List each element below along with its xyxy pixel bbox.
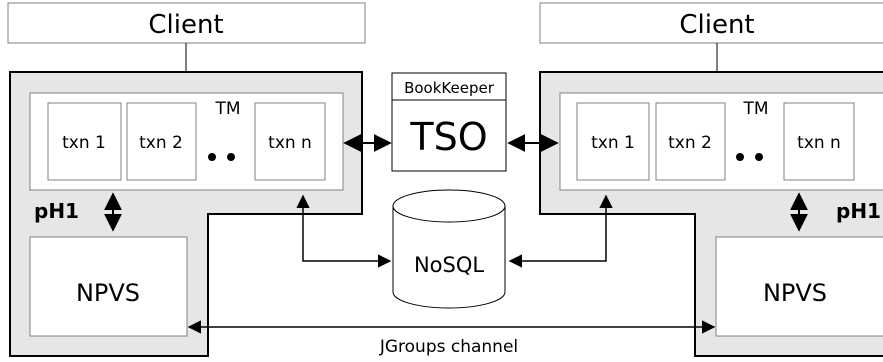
bookkeeper-box[interactable] <box>391 72 507 101</box>
left-ellipsis-dot <box>208 153 216 161</box>
left-txn-2-box[interactable] <box>126 102 197 181</box>
left-txn-1-label: txn 1 <box>62 133 106 153</box>
left-txn-2-label: txn 2 <box>139 133 183 153</box>
right-txn-2-box[interactable] <box>655 102 726 181</box>
right-npvs-box[interactable] <box>715 236 883 337</box>
right-ph1-label: pH1 <box>836 199 881 223</box>
left-tm-label: TM <box>214 99 240 119</box>
bookkeeper-label: BookKeeper <box>404 79 495 97</box>
right-txn-1-box[interactable] <box>576 102 650 181</box>
tso-label: TSO <box>409 115 487 159</box>
left-ph1-label: pH1 <box>34 199 79 223</box>
left-site: Client TM txn 1 txn 2 txn n pH1 NPVS <box>7 2 366 357</box>
center-services: BookKeeper TSO NoSQL <box>391 72 507 309</box>
nosql-label: NoSQL <box>414 253 484 277</box>
left-client-label: Client <box>148 10 223 40</box>
right-client-label: Client <box>679 10 754 40</box>
right-tm-label: TM <box>742 99 768 119</box>
right-npvs-label: NPVS <box>763 279 827 307</box>
right-ellipsis-dot <box>736 153 744 161</box>
right-txn-1-label: txn 1 <box>591 133 635 153</box>
right-txn-n-box[interactable] <box>783 102 855 181</box>
nosql-cylinder[interactable] <box>392 189 506 309</box>
left-ellipsis-dot <box>227 153 235 161</box>
connections: JGroups channel <box>187 134 716 357</box>
left-txn-1-box[interactable] <box>47 102 122 181</box>
right-ellipsis-dot <box>755 153 763 161</box>
right-txn-n-label: txn n <box>797 133 841 153</box>
left-txn-nosql-arrow <box>296 194 392 268</box>
right-txn-2-label: txn 2 <box>668 133 712 153</box>
right-site: Client TM txn 1 txn 2 txn n pH1 NPVS <box>539 2 883 357</box>
left-client-box[interactable] <box>7 2 366 44</box>
left-txn-n-box[interactable] <box>254 102 326 181</box>
right-txn-nosql-arrow <box>508 194 613 268</box>
tso-box[interactable] <box>391 99 507 172</box>
jgroups-channel-label: JGroups channel <box>379 337 518 357</box>
left-npvs-box[interactable] <box>29 236 188 337</box>
left-txn-n-label: txn n <box>268 133 312 153</box>
right-client-box[interactable] <box>539 2 883 44</box>
left-npvs-label: NPVS <box>76 279 140 307</box>
